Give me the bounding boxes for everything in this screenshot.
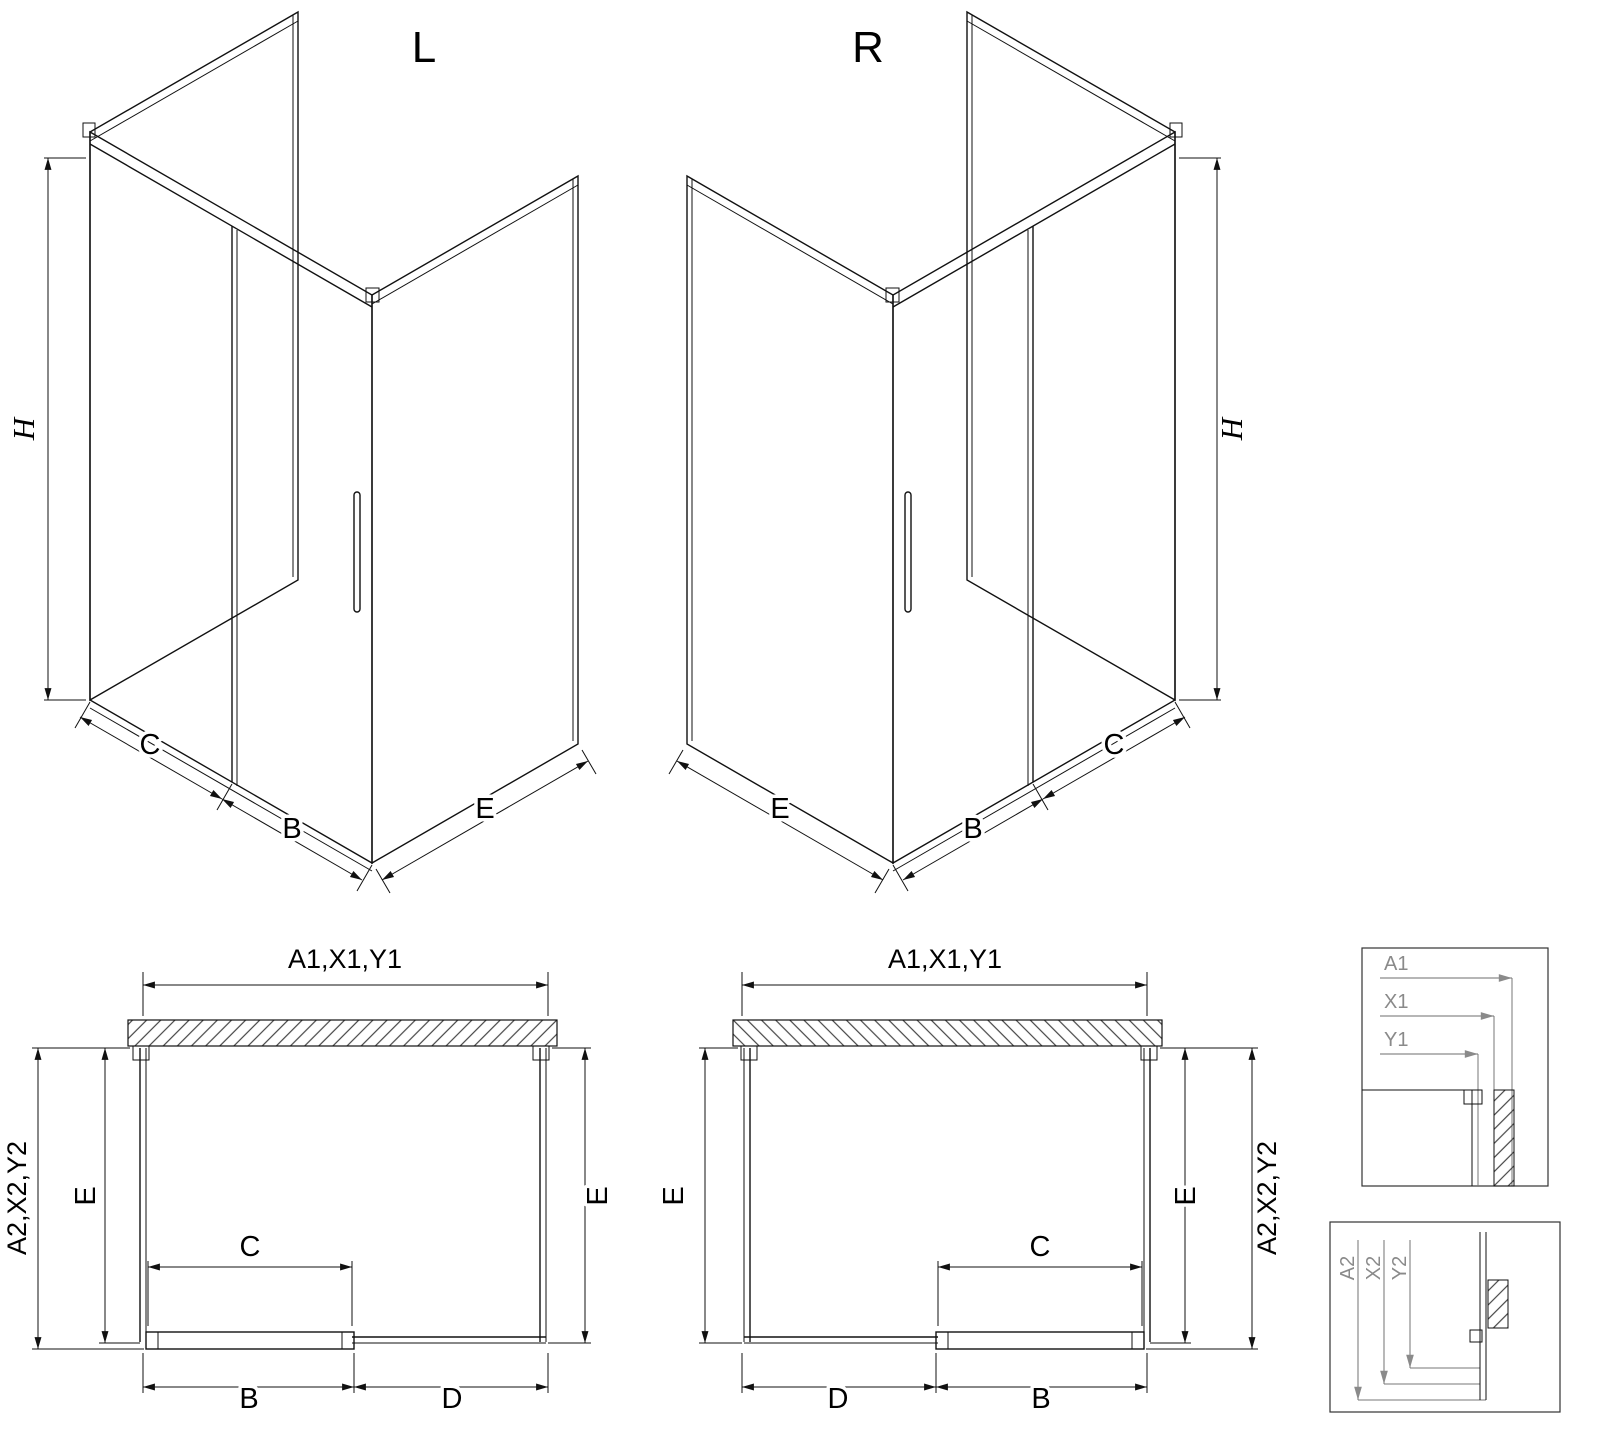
label-d-plan-left: D [442, 1383, 463, 1415]
label-b-right: B [963, 813, 982, 845]
plan-view-right: A1,X1,Y1 A2,X2,Y2 E E C D B [655, 941, 1286, 1419]
label-c-plan-right: C [1030, 1231, 1051, 1263]
profile-section-hatched [1487, 1279, 1509, 1329]
label-detail-y2: Y2 [1389, 1256, 1411, 1280]
variant-label-right: R [852, 23, 884, 72]
label-a2x2y2-plan-right: A2,X2,Y2 [1252, 1141, 1282, 1255]
label-e-outer-plan-left: E [582, 1186, 614, 1205]
label-a1x1y1-plan-right: A1,X1,Y1 [888, 944, 1002, 974]
detail-view-width: A1 X1 Y1 [1361, 947, 1549, 1187]
label-e-outer-plan-right: E [1170, 1186, 1202, 1205]
label-e-inner-plan-right: E [658, 1186, 690, 1205]
label-d-plan-right: D [828, 1383, 849, 1415]
label-a2x2y2-plan-left: A2,X2,Y2 [2, 1141, 32, 1255]
variant-label-left: L [412, 23, 436, 72]
label-detail-x1: X1 [1384, 991, 1408, 1013]
label-e-left: E [475, 793, 494, 825]
label-e-inner-plan-left: E [70, 1186, 102, 1205]
label-a1x1y1-plan-left: A1,X1,Y1 [288, 944, 402, 974]
wall-profile-section [1463, 1089, 1483, 1105]
wall-section-hatched [1493, 1089, 1515, 1187]
label-detail-x2: X2 [1363, 1256, 1385, 1280]
label-height-right: H [1214, 416, 1249, 441]
label-c-left: C [140, 729, 161, 761]
label-detail-a2: A2 [1337, 1256, 1359, 1280]
iso-view-left: L H C B E [3, 12, 596, 893]
detail-view-depth: A2 X2 Y2 [1329, 1221, 1561, 1413]
label-detail-a1: A1 [1384, 953, 1408, 975]
iso-view-right: R H C B E [669, 12, 1253, 893]
label-b-left: B [282, 813, 301, 845]
label-c-right: C [1104, 729, 1125, 761]
label-height-left: H [6, 416, 41, 441]
plan-view-left: A1,X1,Y1 A2,X2,Y2 E E C B D [0, 941, 618, 1419]
label-e-right: E [770, 793, 789, 825]
label-c-plan-left: C [240, 1231, 261, 1263]
label-b-plan-left: B [239, 1383, 258, 1415]
roller-hardware [1469, 1329, 1483, 1343]
label-detail-y1: Y1 [1384, 1029, 1408, 1051]
label-b-plan-right: B [1031, 1383, 1050, 1415]
